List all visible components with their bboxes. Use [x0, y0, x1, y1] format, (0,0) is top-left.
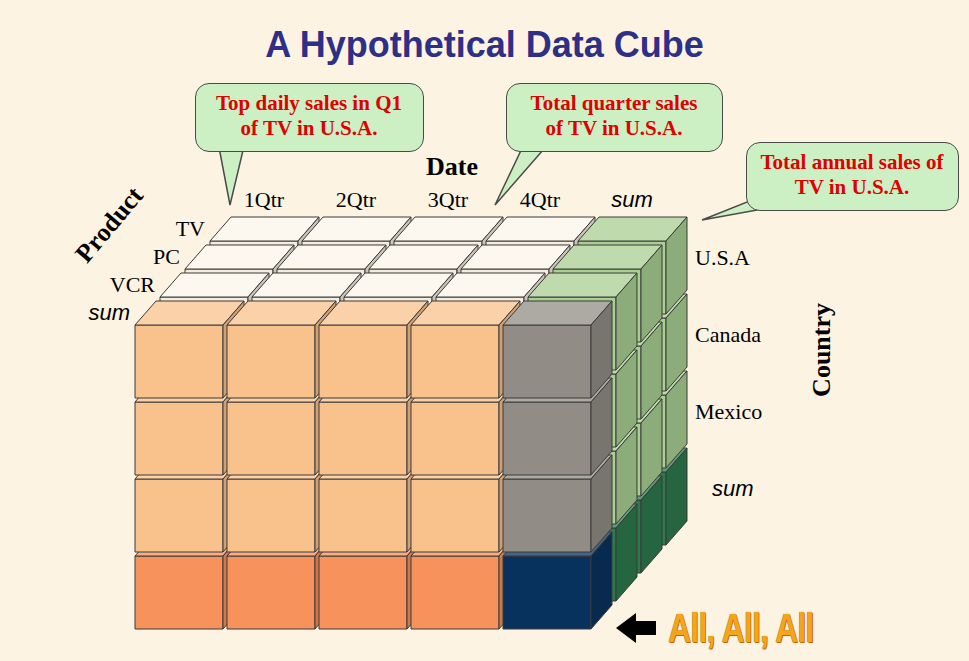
- axis-title: Product: [70, 181, 150, 268]
- callout-bubble: Total quarter sales of TV in U.S.A.: [506, 83, 723, 152]
- dimension-value: TV: [176, 216, 205, 241]
- cell-front: [503, 479, 591, 552]
- callout-bubble: Total annual sales of TV in U.S.A.: [746, 142, 959, 211]
- cell-front: [227, 402, 315, 475]
- cell-front: [135, 402, 223, 475]
- sum-label: sum: [611, 187, 653, 212]
- dimension-value: 1Qtr: [244, 187, 284, 212]
- cell-front: [411, 479, 499, 552]
- cell-front: [319, 402, 407, 475]
- cell-front: [411, 325, 499, 398]
- callout-text: Total annual sales of TV in U.S.A.: [760, 150, 945, 200]
- data-cube: [135, 217, 687, 629]
- dimension-value: Mexico: [695, 399, 762, 424]
- cell-front: [227, 325, 315, 398]
- callout-text: Total quarter sales of TV in U.S.A.: [520, 91, 709, 141]
- callout-bubble: Top daily sales in Q1 of TV in U.S.A.: [195, 83, 424, 152]
- dimension-value: 4Qtr: [520, 187, 560, 212]
- axis-title: Country: [807, 303, 837, 397]
- cell-side: [641, 245, 662, 342]
- dimension-value: PC: [153, 244, 180, 269]
- cell-side: [591, 301, 612, 398]
- sum-label: sum: [88, 300, 130, 325]
- dimension-value: 2Qtr: [336, 187, 376, 212]
- cell-side: [666, 217, 687, 314]
- sum-label: sum: [712, 476, 754, 501]
- axis-title: Date: [426, 152, 478, 182]
- cell-front: [135, 325, 223, 398]
- cell-front: [227, 556, 315, 629]
- cell-front: [319, 479, 407, 552]
- apex-label: All, All, All: [668, 605, 813, 651]
- cell-front: [503, 325, 591, 398]
- cell-front: [411, 556, 499, 629]
- cell-front: [503, 402, 591, 475]
- callout-text: Top daily sales in Q1 of TV in U.S.A.: [209, 91, 410, 141]
- cell-side: [616, 273, 637, 370]
- cell-front: [135, 479, 223, 552]
- cell-front: [319, 556, 407, 629]
- cell-front: [227, 479, 315, 552]
- pointer-arrow: [616, 613, 656, 643]
- dimension-value: 3Qtr: [428, 187, 468, 212]
- diagram-title: A Hypothetical Data Cube: [0, 24, 969, 65]
- dimension-value: U.S.A: [695, 245, 750, 270]
- dimension-value: Canada: [695, 322, 761, 347]
- cell-front: [503, 556, 591, 629]
- cell-front: [319, 325, 407, 398]
- cell-front: [411, 402, 499, 475]
- dimension-value: VCR: [110, 272, 155, 297]
- cell-front: [135, 556, 223, 629]
